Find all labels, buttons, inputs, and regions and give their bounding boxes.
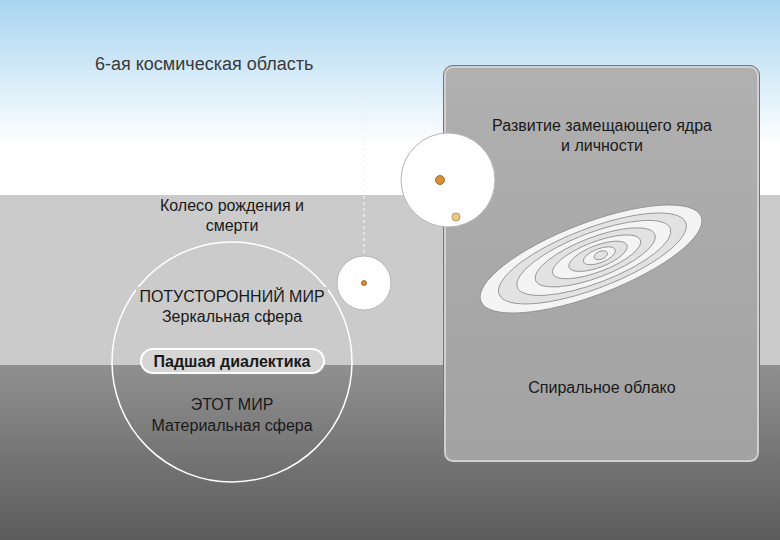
spiral-ring (508, 205, 679, 310)
upper-world-subtitle: Зеркальная сфера (159, 307, 305, 327)
dashed-axis (363, 100, 364, 254)
spiral-panel: Развитие замещающего ядра и личностиСпир… (443, 65, 760, 463)
small-core-dot (361, 280, 366, 285)
small-sphere (337, 256, 391, 310)
spiral-ring (488, 195, 696, 323)
page-title: 6-ая космическая область (95, 53, 313, 75)
wheel-circle: Падшая диалектикаКолесо рождения и смерт… (112, 242, 352, 482)
spiral-ring (593, 249, 609, 261)
lower-world-subtitle: Материальная сфера (151, 416, 312, 436)
dialectic-pill: Падшая диалектика (140, 348, 325, 374)
spiral-ring (528, 216, 662, 299)
panel-heading: Развитие замещающего ядра и личности (487, 116, 717, 156)
upper-world-heading: ПОТУСТОРОННИЙ МИР (136, 287, 327, 307)
large-core-dot (436, 176, 445, 185)
orbit-dot (452, 213, 460, 221)
spiral-ring (565, 235, 631, 278)
pill-label: Падшая диалектика (154, 352, 311, 372)
lower-world-heading: ЭТОТ МИР (191, 395, 274, 415)
circle-heading: Колесо рождения и смерти (152, 196, 312, 236)
spiral-ring (581, 243, 618, 268)
panel-caption: Спиральное облако (477, 378, 727, 398)
large-sphere (401, 133, 495, 227)
spiral-ring (547, 226, 646, 288)
wheel-outline (112, 242, 352, 482)
spiral-ring (468, 183, 714, 335)
